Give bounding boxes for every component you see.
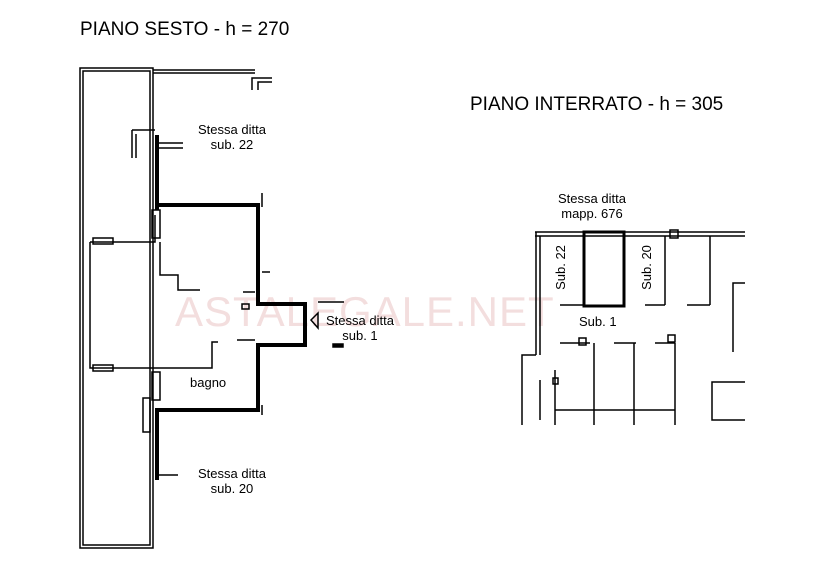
label-line: Stessa ditta xyxy=(198,122,266,137)
label-line: Stessa ditta xyxy=(558,191,626,206)
sixth-floor-bearing-walls xyxy=(155,135,307,480)
label-basement-sub20: Sub. 20 xyxy=(638,245,654,290)
label-line: Stessa ditta xyxy=(198,466,266,481)
watermark: ASTALEGALE.NET xyxy=(175,288,555,335)
label-sub22: Stessa ditta sub. 22 xyxy=(198,122,266,152)
basement-walls xyxy=(521,229,745,425)
label-line: sub. 22 xyxy=(210,137,254,152)
label-sub20: Stessa ditta sub. 20 xyxy=(198,466,266,496)
label-line: sub. 20 xyxy=(210,481,254,496)
label-basement-sub1: Sub. 1 xyxy=(579,314,617,329)
label-line: Stessa ditta xyxy=(326,313,394,328)
label-basement-sub22: Sub. 22 xyxy=(552,245,568,290)
label-mapp-676: Stessa ditta mapp. 676 xyxy=(558,191,626,221)
label-line: sub. 1 xyxy=(342,328,378,343)
sixth-floor-walls xyxy=(79,67,344,549)
basement-title: PIANO INTERRATO - h = 305 xyxy=(470,94,724,115)
mapp-676-box xyxy=(582,230,626,308)
label-line: mapp. 676 xyxy=(561,206,623,221)
sixth-floor-title: PIANO SESTO - h = 270 xyxy=(80,19,290,40)
label-bagno: bagno xyxy=(190,375,227,390)
label-sub1: Stessa ditta sub. 1 xyxy=(326,313,394,343)
